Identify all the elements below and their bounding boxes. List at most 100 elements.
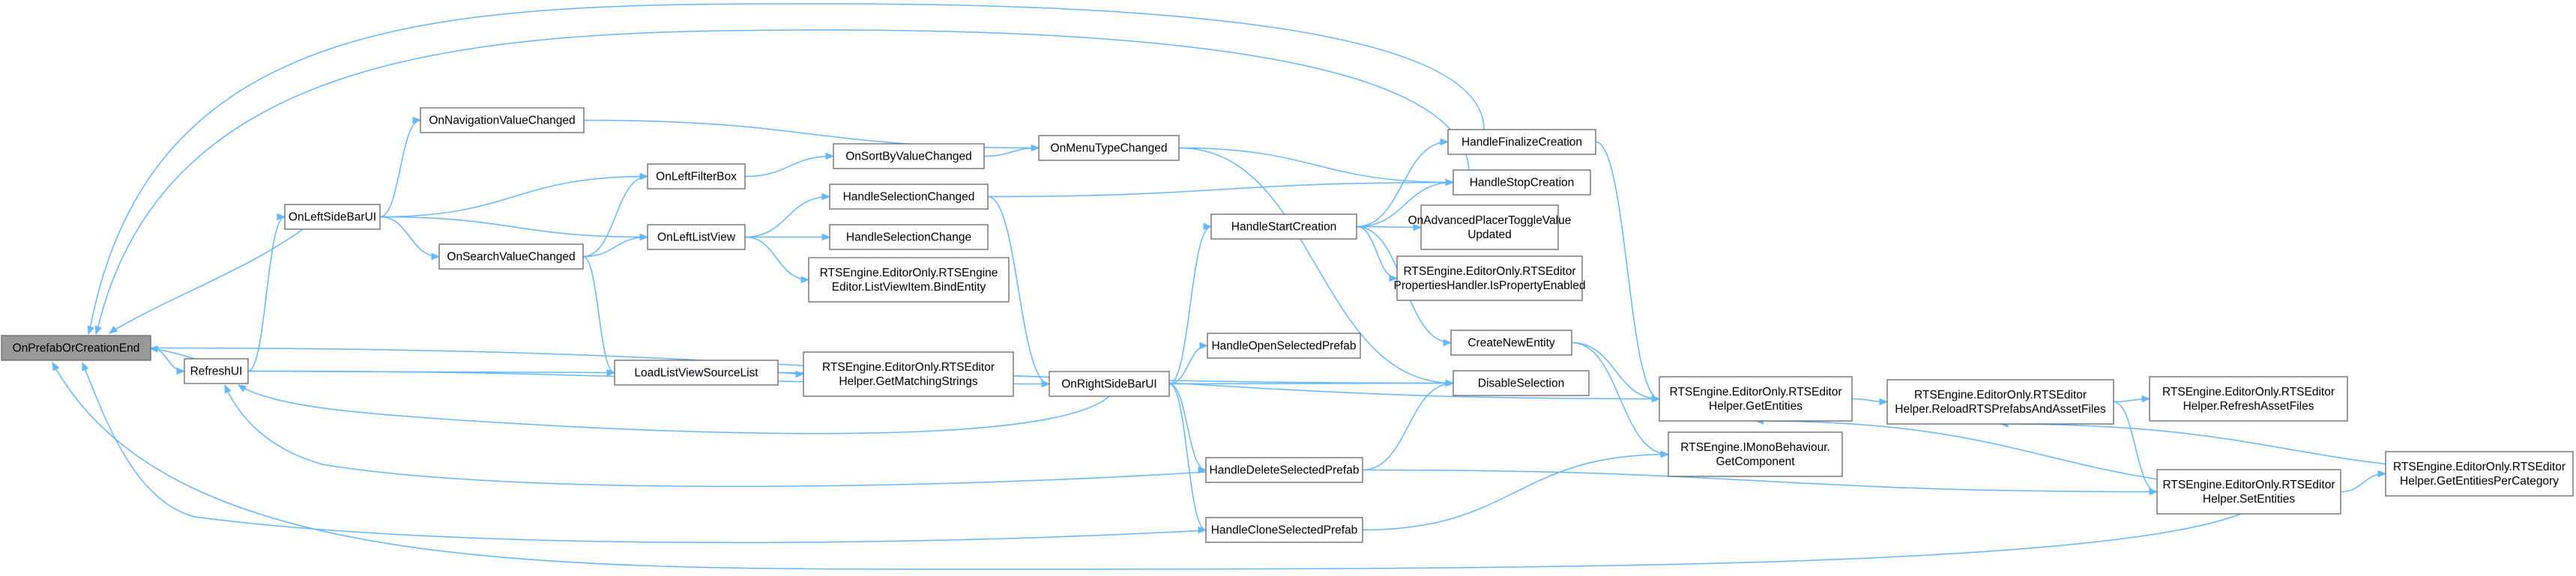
edge-hstart-to-hstop [1356, 178, 1455, 228]
edge-line [52, 362, 2242, 570]
node-label: DisableSelection [1478, 378, 1564, 390]
graph-node[interactable]: HandleOpenSelectedPrefab [1207, 333, 1361, 359]
edge-line [379, 216, 648, 238]
edge-arrowhead [1413, 223, 1423, 231]
graph-node[interactable]: RTSEngine.EditorOnly.RTSEditorHelper.Get… [2385, 451, 2574, 497]
edge-layer [52, 3, 2574, 570]
node-label: GetComponent [1716, 455, 1795, 468]
node-box [420, 107, 585, 133]
graph-node[interactable]: HandleStopCreation [1453, 169, 1591, 195]
edge-arrowhead [2149, 488, 2159, 496]
root-node: OnPrefabOrCreationEnd [1, 335, 151, 361]
node-label: RTSEngine.EditorOnly.RTSEditor [2162, 479, 2335, 491]
graph-node[interactable]: OnLeftSideBarUI [284, 204, 381, 230]
edge-line [109, 228, 304, 334]
graph-node[interactable]: OnSearchValueChanged [438, 243, 584, 270]
edge-refresh-to-root [148, 345, 196, 360]
node-label: RTSEngine.EditorOnly.RTSEditor [1669, 386, 1841, 398]
graph-node[interactable]: CreateNewEntity [1450, 330, 1572, 356]
edge-lvsl-to-gms [777, 370, 805, 378]
edge-line [582, 255, 615, 374]
graph-node[interactable]: RTSEngine.EditorOnly.RTSEditorProperties… [1394, 255, 1586, 301]
node-label: OnRightSideBarUI [1061, 378, 1157, 391]
graph-node[interactable]: HandleSelectionChanged [829, 184, 989, 210]
node-label: HandleOpenSelectedPrefab [1211, 340, 1356, 353]
graph-node[interactable]: RTSEngine.EditorOnly.RTSEditorHelper.Get… [1659, 376, 1853, 422]
edge-lfb-to-sort [744, 152, 835, 178]
node-label: OnSearchValueChanged [447, 251, 575, 264]
edge-arrowhead [224, 384, 232, 394]
node-label: Updated [1468, 228, 1512, 241]
edge-arrowhead [87, 325, 94, 336]
node-box [1, 335, 151, 361]
edge-hcsp-to-gc [1362, 450, 1670, 531]
graph-node[interactable]: OnMenuTypeChanged [1038, 135, 1180, 161]
edge-line [150, 347, 1454, 384]
node-label: Helper.GetEntitiesPerCategory [2400, 475, 2559, 488]
node-label: Helper.GetEntities [1709, 400, 1803, 413]
node-label: HandleStopCreation [1470, 177, 1575, 190]
node-box [647, 224, 746, 250]
edge-hselc-to-rsb [987, 195, 1051, 388]
edge-llv-to-hsel [745, 233, 831, 241]
node-box [1205, 517, 1363, 543]
graph-node[interactable]: HandleStartCreation [1210, 213, 1357, 240]
node-box [647, 163, 746, 190]
node-box [829, 184, 989, 210]
edge-se-to-root [52, 361, 2242, 570]
graph-node[interactable]: DisableSelection [1453, 370, 1590, 396]
graph-node[interactable]: HandleSelectionChange [829, 224, 989, 250]
edge-ge-to-reload [1851, 398, 1889, 406]
edge-line [987, 181, 1454, 198]
node-label: OnLeftFilterBox [656, 171, 737, 184]
edge-line [744, 195, 830, 238]
edge-line [95, 29, 1470, 335]
graph-node[interactable]: OnLeftFilterBox [647, 163, 746, 190]
node-box [1659, 376, 1853, 422]
edge-arrowhead [639, 172, 649, 181]
graph-node[interactable]: LoadListViewSourceList [614, 360, 779, 386]
graph-node[interactable]: RTSEngine.EditorOnly.RTSEngineEditor.Lis… [808, 257, 1010, 303]
graph-node[interactable]: RTSEngine.EditorOnly.RTSEditorHelper.Get… [803, 351, 1014, 397]
node-label: PropertiesHandler.IsPropertyEnabled [1394, 279, 1586, 292]
edge-line [1168, 383, 1207, 471]
node-box [1396, 255, 1583, 301]
graph-node[interactable]: RTSEngine.IMonoBehaviour.GetComponent [1668, 431, 1843, 477]
graph-node[interactable]: RTSEngine.EditorOnly.RTSEditorHelper.Ref… [2149, 376, 2348, 422]
edge-lsb-to-nav [379, 116, 422, 218]
graph-node[interactable]: HandleFinalizeCreation [1447, 129, 1596, 155]
node-box [1205, 457, 1363, 483]
edge-line [1356, 225, 1398, 279]
edge-arrowhead [148, 345, 158, 353]
node-label: OnLeftSideBarUI [289, 211, 376, 224]
node-box [1450, 330, 1572, 356]
edge-arrowhead [606, 369, 616, 377]
edge-line [1178, 147, 1454, 384]
node-label: HandleSelectionChanged [843, 191, 975, 204]
edge-line [1356, 225, 1422, 228]
graph-node[interactable]: OnRightSideBarUI [1049, 371, 1170, 397]
edge-search-to-llv [582, 233, 649, 258]
edge-arrowhead [1199, 342, 1209, 350]
edge-arrowhead [1660, 450, 1670, 458]
edge-line [224, 384, 1207, 488]
node-box [614, 360, 779, 386]
node-box [1453, 370, 1590, 396]
graph-node[interactable]: HandleCloneSelectedPrefab [1205, 517, 1363, 543]
node-box [184, 358, 249, 384]
graph-node[interactable]: OnLeftListView [647, 224, 746, 250]
edge-line [82, 362, 1207, 544]
graph-node[interactable]: OnSortByValueChanged [833, 143, 985, 169]
graph-node[interactable]: RTSEngine.EditorOnly.RTSEditorHelper.Set… [2156, 469, 2341, 515]
graph-node[interactable]: RTSEngine.EditorOnly.RTSEditorHelper.Rel… [1886, 379, 2114, 425]
edge-rsb-to-hdsp [1168, 383, 1207, 474]
edge-search-to-lvsl [582, 255, 616, 377]
edge-arrowhead [1031, 144, 1040, 152]
node-label: Helper.GetMatchingStrings [839, 375, 977, 388]
graph-node[interactable]: HandleDeleteSelectedPrefab [1205, 457, 1363, 483]
edge-llv-to-bind [744, 236, 810, 284]
edge-rsb-to-hcsp [1168, 383, 1207, 534]
graph-node[interactable]: RefreshUI [184, 358, 249, 384]
graph-node[interactable]: OnNavigationValueChanged [420, 107, 585, 133]
